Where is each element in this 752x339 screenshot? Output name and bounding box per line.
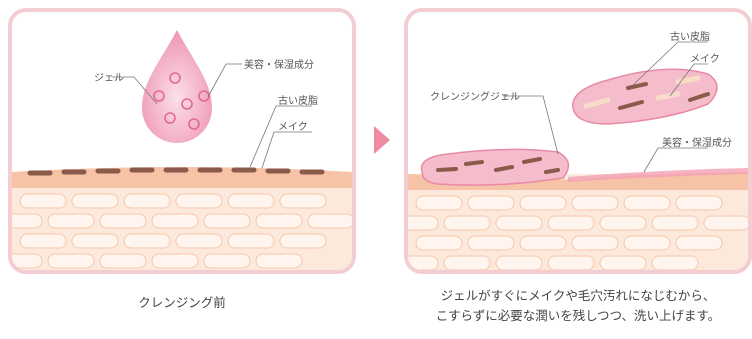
label-old-sebum: 古い皮脂 xyxy=(670,30,710,43)
label-cleansing-gel: クレンジングジェル xyxy=(430,90,520,103)
lifted-makeup-left xyxy=(436,157,560,174)
floating-makeup-particles xyxy=(583,75,710,110)
label-makeup: メイク xyxy=(690,53,720,65)
next-arrow-icon xyxy=(374,126,390,154)
caption-after-line2: こすらずに必要な潤いを残しつつ、洗い上げます。 xyxy=(435,308,721,323)
caption-after: ジェルがすぐにメイクや毛穴汚れになじむから、 こすらずに必要な潤いを残しつつ、洗… xyxy=(404,286,752,326)
label-beauty-ingredients: 美容・保湿成分 xyxy=(662,136,732,149)
caption-before: クレンジング前 xyxy=(138,295,226,310)
label-gel: ジェル xyxy=(94,73,124,84)
after-skin-illustration: 古い皮脂 メイク クレンジングジェル 美容・保湿成分 xyxy=(408,30,748,270)
skin-cell-rows xyxy=(408,195,748,270)
leader-lines xyxy=(112,63,312,169)
label-beauty-ingredients: 美容・保湿成分 xyxy=(244,58,314,71)
before-cleansing-panel: ジェル 美容・保湿成分 古い皮脂 メイク xyxy=(8,8,356,274)
caption-after-line1: ジェルがすぐにメイクや毛穴汚れになじむから、 xyxy=(440,288,716,303)
makeup-deposits xyxy=(27,167,325,176)
after-cleansing-panel: 古い皮脂 メイク クレンジングジェル 美容・保湿成分 xyxy=(404,8,752,274)
skin-cell-rows xyxy=(12,193,352,269)
beauty-ingredient-film xyxy=(568,168,748,182)
label-makeup: メイク xyxy=(278,121,308,133)
before-skin-illustration: ジェル 美容・保湿成分 古い皮脂 メイク xyxy=(12,30,352,270)
leader-lines xyxy=(503,41,708,173)
cleansing-gel-blob xyxy=(420,148,570,186)
gel-droplet xyxy=(142,30,212,143)
label-old-sebum: 古い皮脂 xyxy=(278,94,318,107)
